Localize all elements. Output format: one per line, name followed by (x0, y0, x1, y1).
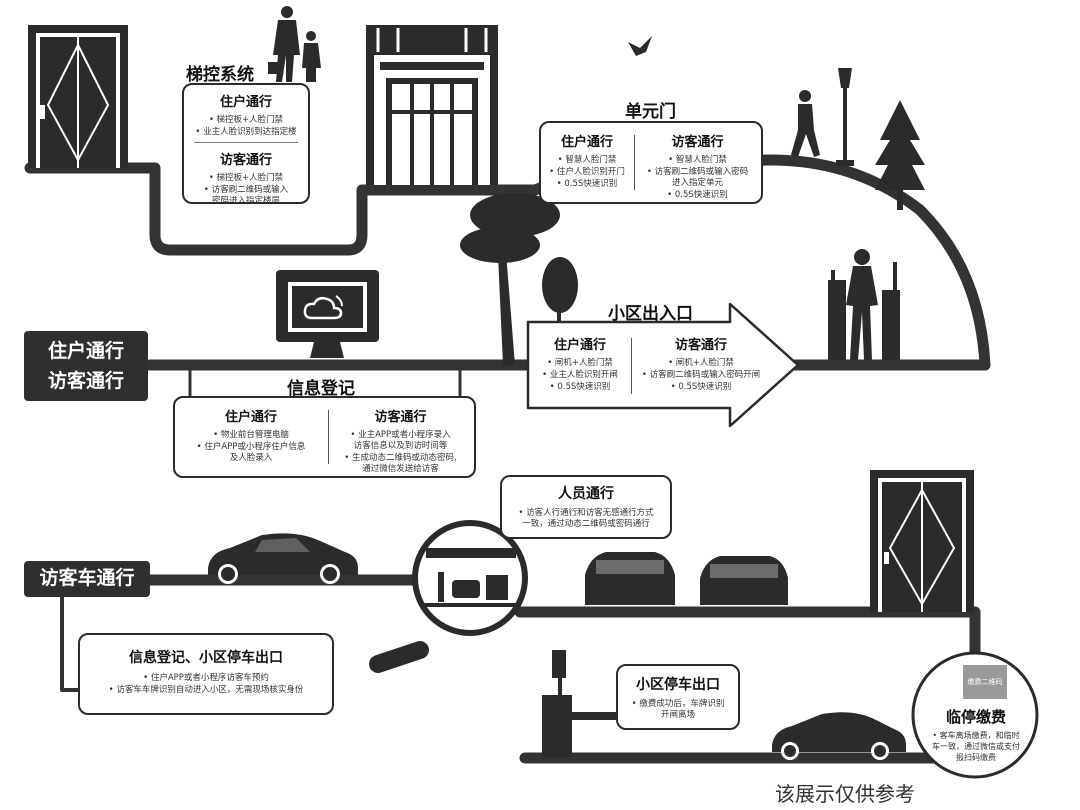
visitor-car-label-text: 访客车通行 (39, 567, 135, 589)
payment-qr-code: 缴费二维码 (963, 665, 1007, 699)
turnstile-person (828, 249, 900, 360)
left-connector (60, 588, 80, 692)
unit-door-card: 住户通行 智慧人脸门禁 住户人脸识别开门 0.5S快速识别 访客通行 智慧人脸门… (539, 121, 763, 204)
sports-car-lower (772, 712, 906, 760)
visitor-car-label: 访客车通行 (24, 561, 150, 597)
parking-barrier (542, 650, 617, 757)
elevator-resident-heading: 住户通行 (219, 95, 272, 110)
lobby-building (366, 25, 498, 185)
info-visitor-item: 生成动态二维码或动态密码, 通过微信发送给访客 (331, 453, 470, 475)
pedestrian-title: 人员通行 (558, 486, 614, 502)
main-label-visitor: 访客通行 (47, 370, 124, 392)
parked-cars (585, 552, 788, 605)
info-register-card: 住户通行 物业前台管理电脑 住户APP或小程序住户信息 及人脸录入 访客通行 业… (173, 396, 476, 478)
pine-tree (875, 100, 925, 210)
pedestrian-card: 人员通行 访客人行通行和访客无感通行方式 一致，通过动态二维码或密码通行 (500, 475, 672, 539)
temp-parking-title: 临停缴费 (945, 708, 1006, 726)
elevator-card: 住户通行 梯控板+人脸门禁 业主人脸识别到达指定楼 访客通行 梯控板+人脸门禁 … (182, 83, 310, 204)
info-visitor-heading: 访客通行 (374, 410, 427, 425)
car-register-item: 住户APP或者小程序访客车预约 (80, 673, 332, 684)
community-gate-card: 住户通行 闸机+人脸门禁 业主人脸识别开闸 0.5S快速识别 访客通行 闸机+人… (530, 326, 770, 406)
community-gate-title: 小区出入口 (608, 304, 693, 324)
gate-resident-item: 闸机+人脸门禁 (534, 358, 626, 369)
unit-door-resident-heading: 住户通行 (560, 135, 613, 150)
unit-door-visitor-item: 智慧人脸门禁 (638, 155, 757, 166)
elevator-visitor-heading: 访客通行 (219, 153, 272, 168)
disclaimer-caption: 该展示仅供参考 (775, 782, 915, 806)
main-label-resident: 住户通行 (47, 340, 124, 362)
info-resident-item: 住户APP或小程序住户信息 及人脸录入 (179, 442, 323, 464)
street-lamp (836, 68, 854, 166)
elevator-visitor-item: 梯控板+人脸门禁 (184, 173, 308, 184)
main-pass-label: 住户通行 访客通行 (24, 331, 148, 401)
register-bracket (188, 363, 462, 397)
parking-exit-title: 小区停车出口 (636, 677, 720, 693)
elevator-resident-item: 业主人脸识别到达指定楼 (184, 127, 308, 138)
parking-exit-item: 缴费成功后，车牌识别 开闸离场 (618, 699, 738, 721)
car-register-item: 访客车车牌识别自动进入小区，无需现场核实身份 (80, 685, 332, 696)
unit-door-title: 单元门 (625, 102, 676, 122)
elevator-title: 梯控系统 (186, 65, 254, 85)
pedestrian-item: 访客人行通行和访客无感通行方式 一致，通过动态二维码或密码通行 (502, 508, 670, 530)
unit-door-resident-item: 0.5S快速识别 (545, 179, 629, 190)
info-resident-heading: 住户通行 (224, 410, 277, 425)
monitor-illustration (276, 270, 379, 358)
family-silhouette (268, 6, 321, 82)
gate-resident-heading: 住户通行 (553, 338, 606, 353)
car-register-title: 信息登记、小区停车出口 (129, 650, 283, 666)
parking-exit-card: 小区停车出口 缴费成功后，车牌识别 开闸离场 (616, 664, 740, 730)
lower-road (144, 574, 981, 666)
sports-car-upper (208, 533, 358, 584)
gate-resident-item: 业主人脸识别开闸 (534, 370, 626, 381)
info-visitor-item: 业主APP或者小程序录入 访客信息以及到访时间等 (331, 430, 470, 452)
parking-gate-zoom (369, 520, 528, 673)
elevator-visitor-item: 访客刷二维码或输入 密码进入指定楼层 (184, 185, 308, 202)
gate-visitor-item: 闸机+人脸门禁 (636, 358, 766, 369)
unit-door-visitor-item: 0.5S快速识别 (638, 190, 757, 201)
left-building-door (28, 25, 128, 168)
gate-visitor-item: 0.5S快速识别 (636, 382, 766, 393)
unit-door-resident-item: 住户人脸识别开门 (545, 167, 629, 178)
unit-door-visitor-item: 访客刷二维码或输入密码 进入指定单元 (638, 167, 757, 189)
gate-visitor-item: 访客刷二维码或输入密码开闸 (636, 370, 766, 381)
bird-silhouette (628, 36, 652, 56)
gate-resident-item: 0.5S快速识别 (534, 382, 626, 393)
unit-door-visitor-heading: 访客通行 (671, 135, 724, 150)
car-register-card: 信息登记、小区停车出口 住户APP或者小程序访客车预约 访客车车牌识别自动进入小… (78, 633, 334, 715)
elevator-resident-item: 梯控板+人脸门禁 (184, 115, 308, 126)
walking-person (791, 90, 820, 157)
gate-visitor-heading: 访客通行 (674, 338, 727, 353)
right-building-door (870, 470, 974, 612)
temp-parking-item: 客车离场缴费，和临时 车一致，通过微信或支付 报扫码缴费 (926, 730, 1026, 763)
info-register-title: 信息登记 (287, 379, 355, 399)
unit-door-resident-item: 智慧人脸门禁 (545, 155, 629, 166)
tree-silhouette (460, 193, 578, 365)
info-resident-item: 物业前台管理电脑 (179, 430, 323, 441)
